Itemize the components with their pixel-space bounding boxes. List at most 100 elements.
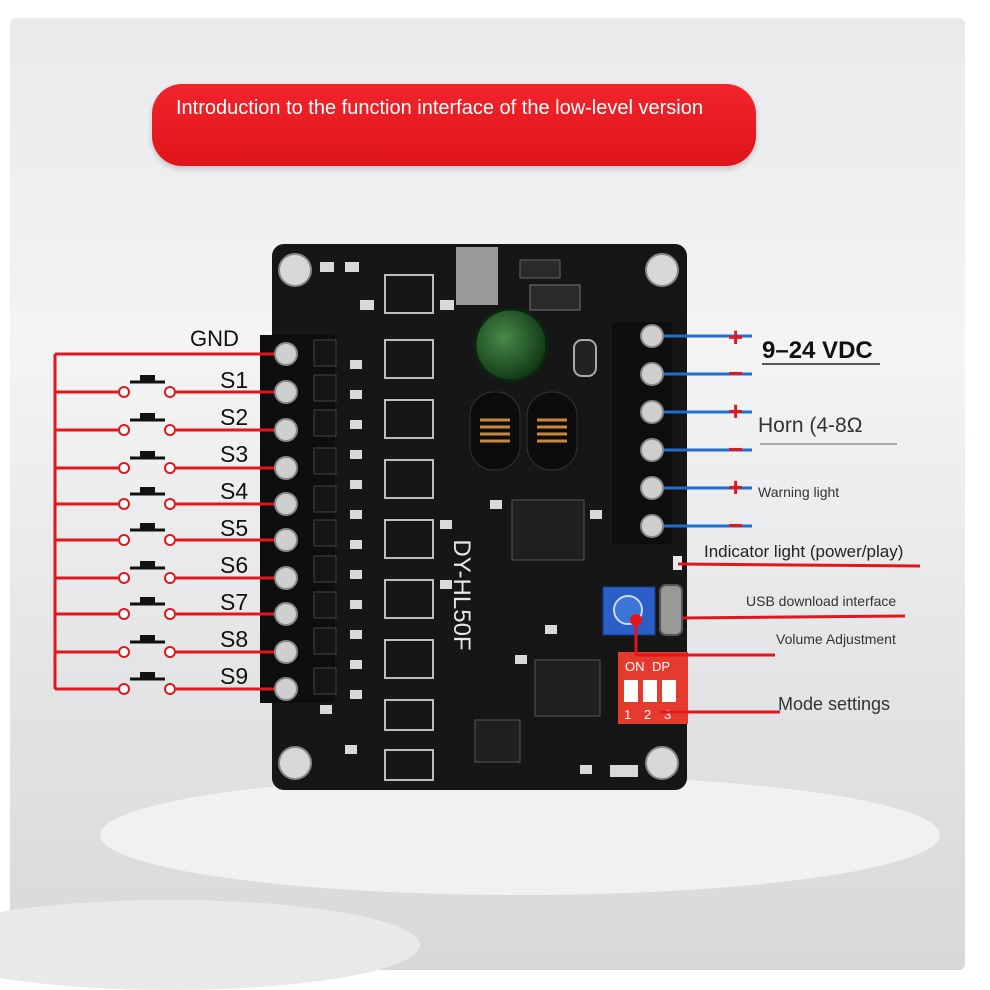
plus-sign: + [728, 396, 743, 426]
push-button-cap [140, 561, 155, 568]
input-wiring [53, 342, 298, 701]
audio-ic [511, 499, 585, 561]
podium-secondary [0, 900, 420, 990]
push-button-cap [140, 413, 155, 420]
terminal-screw [274, 342, 298, 366]
terminal-screw [640, 324, 664, 348]
dip-on-label: ON [625, 659, 645, 674]
push-button-cap [140, 597, 155, 604]
push-button-cap [140, 672, 155, 679]
flash-ic [474, 719, 521, 763]
usb-label: USB download interface [746, 593, 896, 609]
title-banner [152, 84, 756, 166]
switch-contact [118, 498, 130, 510]
indicator-led [673, 556, 682, 570]
switch-label-s4: S4 [220, 478, 248, 504]
push-button-cap [140, 523, 155, 530]
terminal-screw [274, 418, 298, 442]
electrolytic-capacitor [473, 307, 549, 383]
terminal-screw [274, 380, 298, 404]
power-label: 9–24 VDC [762, 337, 873, 364]
switch-contact [118, 683, 130, 695]
switch-label-s6: S6 [220, 552, 248, 578]
pcb-board [272, 244, 687, 790]
push-button-cap [140, 487, 155, 494]
dip-number: 1 [624, 707, 631, 722]
terminal-screw [274, 528, 298, 552]
switch-label-s3: S3 [220, 441, 248, 467]
switch-contact [164, 386, 176, 398]
usb-port [659, 584, 683, 636]
smd-component [519, 259, 561, 279]
switch-contact [164, 424, 176, 436]
switch-label-s9: S9 [220, 663, 248, 689]
switch-contact [118, 386, 130, 398]
output-terminal-block [612, 322, 672, 544]
switch-contact [164, 608, 176, 620]
switch-label-s8: S8 [220, 626, 248, 652]
terminal-screw [274, 602, 298, 626]
terminal-screw [274, 492, 298, 516]
terminal-screw [640, 400, 664, 424]
terminal-screw [640, 438, 664, 462]
minus-sign: − [728, 434, 743, 464]
diode [529, 284, 581, 311]
terminal-screw [640, 514, 664, 538]
switch-contact [164, 462, 176, 474]
mode-label: Mode settings [778, 694, 890, 714]
dip-number: 2 [644, 707, 651, 722]
title-text: Introduction to the function interface o… [176, 97, 703, 119]
volume-label: Volume Adjustment [776, 631, 896, 647]
switch-contact [118, 572, 130, 584]
mcu-ic [534, 659, 601, 717]
switch-contact [118, 534, 130, 546]
terminal-screw [274, 640, 298, 664]
switch-contact [164, 498, 176, 510]
podium [100, 775, 940, 895]
dip-dp-label: DP [652, 659, 670, 674]
switch-contact [118, 608, 130, 620]
switch-label-s1: S1 [220, 367, 248, 393]
inductor [469, 391, 521, 471]
inductor [526, 391, 578, 471]
minus-sign: − [728, 510, 743, 540]
mount-hole [278, 253, 312, 287]
terminal-screw [640, 476, 664, 500]
mount-hole [645, 253, 679, 287]
switch-contact [118, 424, 130, 436]
minus-sign: − [728, 358, 743, 388]
switch-contact [164, 646, 176, 658]
dip-number: 3 [664, 707, 671, 722]
plus-sign: + [728, 472, 743, 502]
voltage-regulator [456, 247, 498, 305]
switch-contact [118, 646, 130, 658]
gnd-label: GND [190, 326, 239, 351]
output-wiring [640, 324, 752, 538]
terminal-screw [274, 456, 298, 480]
push-button-cap [140, 451, 155, 458]
push-button-cap [140, 375, 155, 382]
mount-hole [278, 746, 312, 780]
terminal-screw [274, 566, 298, 590]
switch-contact [118, 462, 130, 474]
indicator-label: Indicator light (power/play) [704, 542, 903, 561]
mount-hole [645, 746, 679, 780]
potentiometer [602, 586, 656, 636]
switch-label-s7: S7 [220, 589, 248, 615]
switch-contact [164, 572, 176, 584]
terminal-screw [274, 677, 298, 701]
horn-label: Horn (4-8Ω [758, 414, 862, 437]
warning-light-label: Warning light [758, 484, 839, 500]
switch-contact [164, 683, 176, 695]
board-model-label: DY-HL50F [448, 539, 475, 650]
callout-lines [634, 562, 921, 714]
callout-dot [630, 614, 642, 626]
switch-label-s2: S2 [220, 404, 248, 430]
switch-contact [164, 534, 176, 546]
plus-sign: + [728, 322, 743, 352]
switch-label-s5: S5 [220, 515, 248, 541]
crystal [573, 339, 597, 377]
terminal-screw [640, 362, 664, 386]
